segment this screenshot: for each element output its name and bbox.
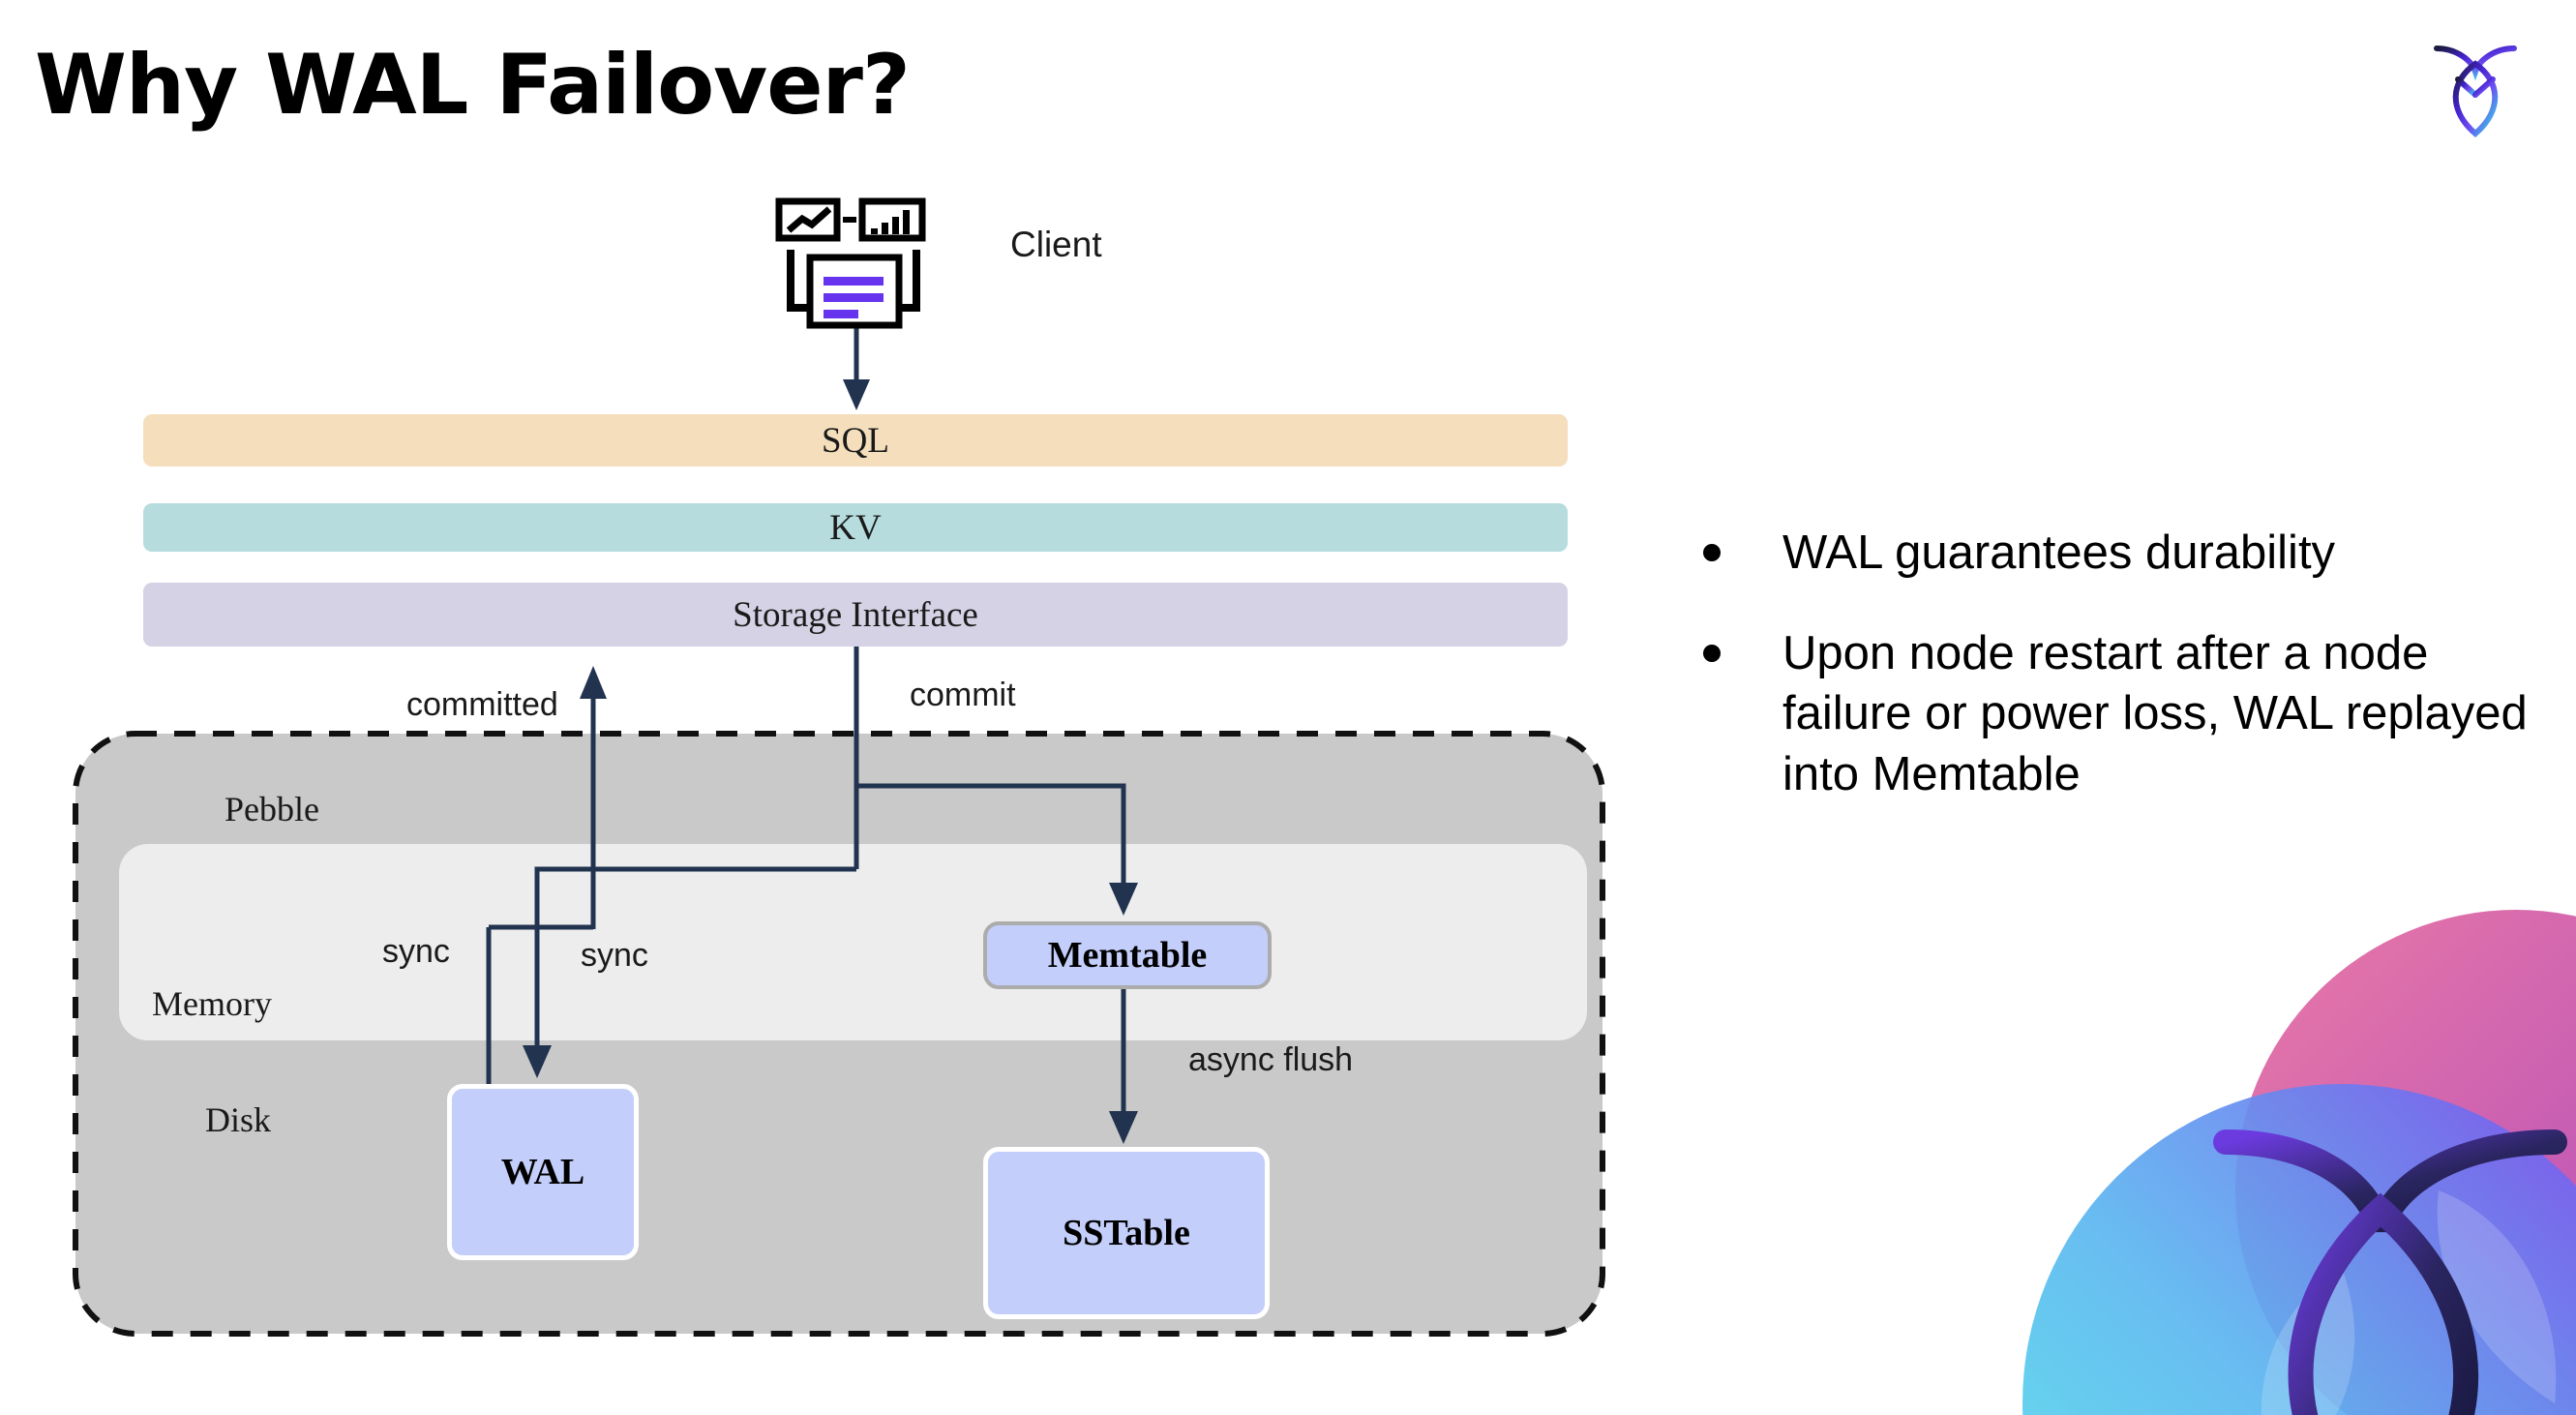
bullet-text: Upon node restart after a node failure o… <box>1782 627 2528 800</box>
edge-label-commit: commit <box>910 677 1016 713</box>
page-title: Why WAL Failover? <box>35 37 911 134</box>
bullet-list: WAL guarantees durability Upon node rest… <box>1703 523 2535 845</box>
edge-label-sync-memtable: sync <box>581 937 648 974</box>
node-wal: WAL <box>447 1084 639 1260</box>
architecture-diagram: SQL KV Storage Interface Pebble Memory D… <box>73 197 1605 1337</box>
bullet-text: WAL guarantees durability <box>1782 527 2336 579</box>
edge-label-async-flush: async flush <box>1188 1041 1354 1078</box>
node-label-memtable: Memtable <box>1047 935 1208 976</box>
region-label-pebble: Pebble <box>225 790 319 828</box>
node-sstable: SSTable <box>983 1147 1270 1319</box>
bullet-dot-icon <box>1703 645 1721 663</box>
node-label-sstable: SSTable <box>1063 1213 1190 1253</box>
client-dashboard-icon <box>775 197 926 329</box>
layer-label-kv: KV <box>829 507 882 548</box>
region-label-disk: Disk <box>205 1100 272 1139</box>
region-label-memory: Memory <box>152 984 272 1023</box>
node-label-wal: WAL <box>500 1152 585 1192</box>
label-client: Client <box>1010 225 1102 264</box>
layer-bar-kv: KV <box>143 503 1568 552</box>
list-item: Upon node restart after a node failure o… <box>1703 623 2535 804</box>
edge-label-sync-storage: sync <box>382 933 450 970</box>
cockroach-logo-icon <box>2434 45 2517 137</box>
layer-label-sql: SQL <box>822 420 889 461</box>
list-item: WAL guarantees durability <box>1703 523 2535 583</box>
bullet-dot-icon <box>1703 544 1721 561</box>
arrowheads <box>523 379 1138 1144</box>
layer-bar-storage: Storage Interface <box>143 583 1568 647</box>
region-memory <box>119 844 1587 1040</box>
edge-label-committed: committed <box>406 686 558 723</box>
layer-bar-sql: SQL <box>143 414 1568 467</box>
decorative-gradient-graphic <box>2022 910 2576 1415</box>
layer-label-storage: Storage Interface <box>733 594 978 635</box>
node-memtable: Memtable <box>983 921 1272 989</box>
